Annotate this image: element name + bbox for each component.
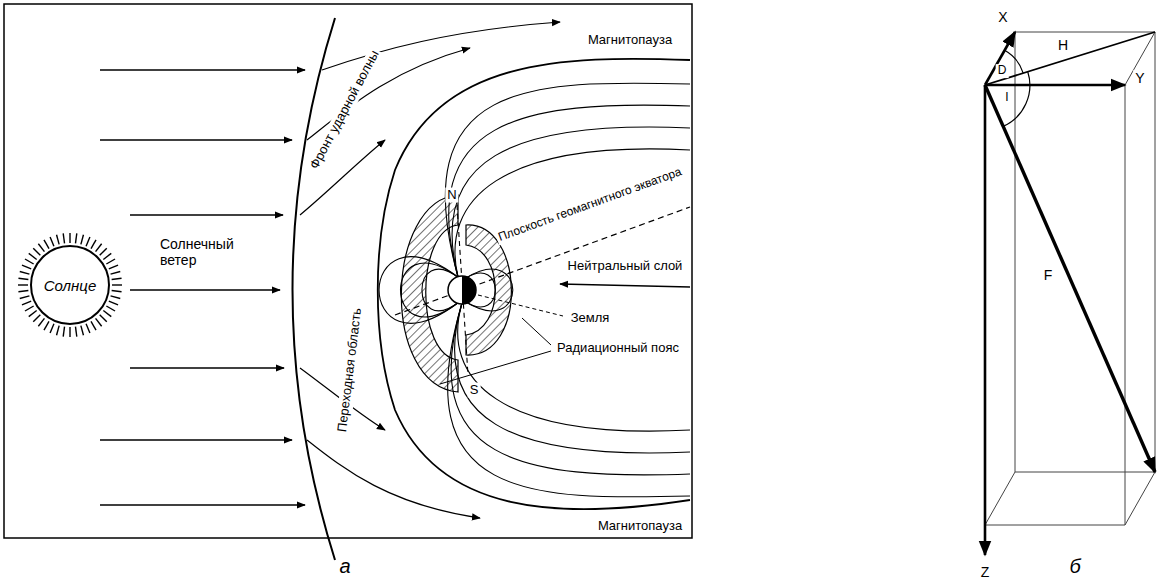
sun-ray — [91, 240, 96, 249]
transition-region-label: Переходная область — [335, 305, 366, 435]
field-vectors — [985, 32, 1155, 555]
sun-ray — [50, 324, 54, 333]
sun-ray — [112, 290, 122, 291]
sun-ray — [18, 278, 28, 279]
angle-label: I — [1003, 91, 1010, 105]
sun-ray — [18, 290, 28, 291]
pole-label: N — [445, 188, 458, 203]
sun-ray — [96, 318, 102, 326]
panel-letter: б — [1067, 555, 1082, 578]
magnetopause-label: Магнитопауза — [586, 33, 674, 48]
sun-ray — [63, 233, 64, 243]
panel-frame — [4, 4, 692, 538]
panel-letter: а — [337, 555, 352, 578]
solar-wind-label: Солнечный ветер — [158, 236, 242, 268]
sun-ray — [33, 248, 40, 255]
sun-ray — [25, 306, 34, 311]
magnetopause-label: Магнитопауза — [596, 519, 684, 534]
sun-ray — [22, 301, 31, 305]
sun-ray — [106, 259, 115, 264]
sun-ray — [86, 324, 90, 333]
sun-ray — [86, 237, 90, 246]
sun-ray — [111, 272, 121, 275]
axis-label: Y — [1133, 70, 1146, 86]
sun-ray — [33, 315, 40, 322]
solar-wind-arrows — [100, 70, 305, 505]
sun-ray — [25, 259, 34, 264]
bow-shock — [293, 18, 336, 560]
sun-ray — [100, 315, 107, 322]
radiation-belt-label: Радиационный пояс — [555, 341, 681, 356]
sun-ray — [109, 265, 118, 269]
sun-ray — [75, 327, 76, 337]
sun-label: Солнце — [30, 245, 110, 325]
sun-ray — [18, 284, 28, 285]
sun-ray — [50, 237, 54, 246]
sun-ray — [22, 265, 31, 269]
flow-lines — [300, 22, 560, 518]
sun-ray — [91, 321, 96, 330]
field-line — [455, 149, 690, 277]
field-line — [452, 127, 690, 277]
field-line — [379, 257, 459, 323]
radiation-belt — [401, 195, 511, 392]
angle-arcs — [1003, 50, 1030, 126]
axis-label: Z — [979, 564, 992, 580]
component-label: H — [1056, 37, 1070, 53]
sun-ray — [75, 233, 76, 243]
sun-ray — [44, 321, 49, 330]
sun-ray — [112, 278, 122, 279]
sun-ray — [81, 235, 84, 245]
leader-lines — [440, 295, 563, 384]
sun-ray — [103, 311, 111, 317]
sun-rays — [18, 233, 122, 337]
field-line — [448, 303, 690, 497]
sun-ray — [57, 235, 60, 245]
box-edges — [985, 32, 1155, 525]
field-line — [451, 303, 690, 475]
sun-ray — [109, 301, 118, 305]
sun-ray — [29, 311, 37, 317]
sun-ray — [63, 327, 64, 337]
sun-ray — [57, 326, 60, 336]
field-line — [458, 303, 690, 431]
sun-ray — [29, 253, 37, 259]
component-label: F — [1042, 267, 1055, 283]
earth-globe — [448, 276, 476, 304]
sun-ray — [38, 318, 44, 326]
field-line — [445, 83, 690, 277]
sun-ray — [20, 296, 30, 299]
magnetopause-line — [378, 59, 690, 510]
field-lines — [379, 83, 690, 497]
sun-ray — [96, 244, 102, 252]
axis-label: X — [996, 9, 1009, 25]
equator-plane-label: Плоскость геомагнитного экватора — [495, 165, 686, 246]
neutral-sheet-arrow — [560, 284, 690, 287]
pole-label: S — [468, 383, 481, 398]
sun-circle: Солнце — [30, 245, 110, 325]
angle-label: D — [996, 64, 1009, 78]
sun-ray — [69, 327, 70, 337]
earth-label: Земля — [569, 311, 612, 326]
sun-ray — [106, 306, 115, 311]
sun-ray — [38, 244, 44, 252]
sun-ray — [112, 284, 122, 285]
field-line — [454, 303, 690, 453]
sun-ray — [69, 233, 70, 243]
sun-ray — [111, 296, 121, 299]
sun-ray — [44, 240, 49, 249]
sun-ray — [100, 248, 107, 255]
sun-ray — [81, 326, 84, 336]
sun-ray — [103, 253, 111, 259]
neutral-sheet-label: Нейтральный слой — [566, 259, 685, 274]
sun-disc — [31, 246, 109, 324]
shock-front-label: Фронт ударной волны — [306, 46, 383, 173]
sun-ray — [20, 272, 30, 275]
